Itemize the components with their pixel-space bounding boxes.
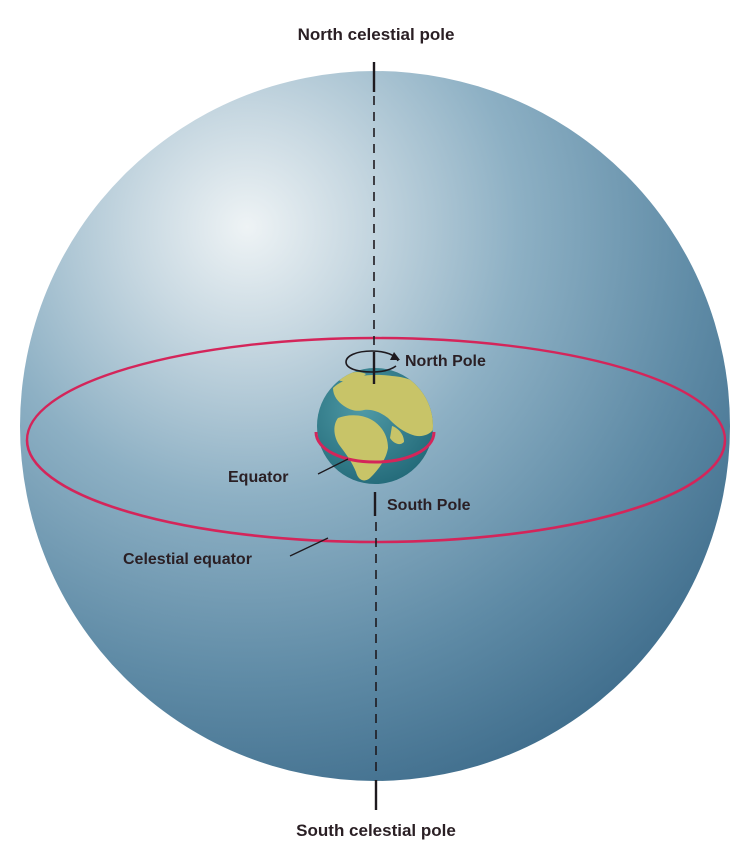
earth-land-north [338,372,366,382]
celestial-equator-leader-line [289,537,329,557]
earth-land-africa [334,415,388,481]
earth [317,368,433,484]
celestial-equator-label: Celestial equator [123,551,252,568]
celestial-equator-back [25,336,727,441]
rotation-arrow-icon [345,350,400,373]
north-pole-label: North Pole [405,353,486,370]
equator-label: Equator [228,469,288,486]
earth-equator [314,431,436,464]
south-celestial-pole-label: South celestial pole [296,821,456,840]
earth-land-eurasia [333,374,433,437]
north-celestial-pole-label: North celestial pole [298,25,455,44]
equator-leader-line [317,458,349,475]
earth-land-arabia [390,426,404,445]
south-pole-label: South Pole [387,497,471,514]
